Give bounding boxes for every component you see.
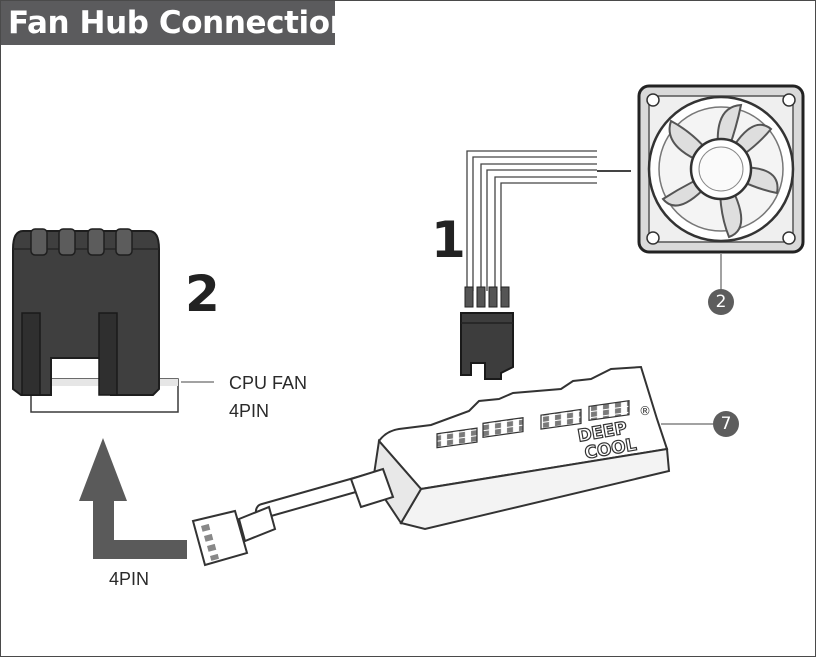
hub-4pin-plug	[191, 509, 249, 567]
page-title: Fan Hub Connection	[8, 5, 352, 41]
title-bar: Fan Hub Connection	[1, 1, 352, 45]
cpu-fan-header	[12, 228, 214, 413]
fan-4pin-connector	[460, 286, 514, 380]
registered-mark: ®	[639, 404, 651, 418]
step-2-number: 2	[185, 265, 220, 323]
hub-callout: 7	[713, 411, 739, 437]
fan-hub	[371, 365, 713, 531]
arrow-pin-label: 4PIN	[109, 569, 150, 589]
case-fan	[637, 84, 805, 291]
hub-cable	[237, 467, 395, 543]
up-arrow-icon	[79, 438, 187, 559]
cpu-fan-label: CPU FAN	[229, 373, 308, 393]
fan-callout: 2	[708, 289, 734, 315]
fan-cable	[466, 150, 631, 291]
step-1-number: 1	[431, 211, 466, 269]
cpu-fan-pin-label: 4PIN	[229, 401, 270, 421]
